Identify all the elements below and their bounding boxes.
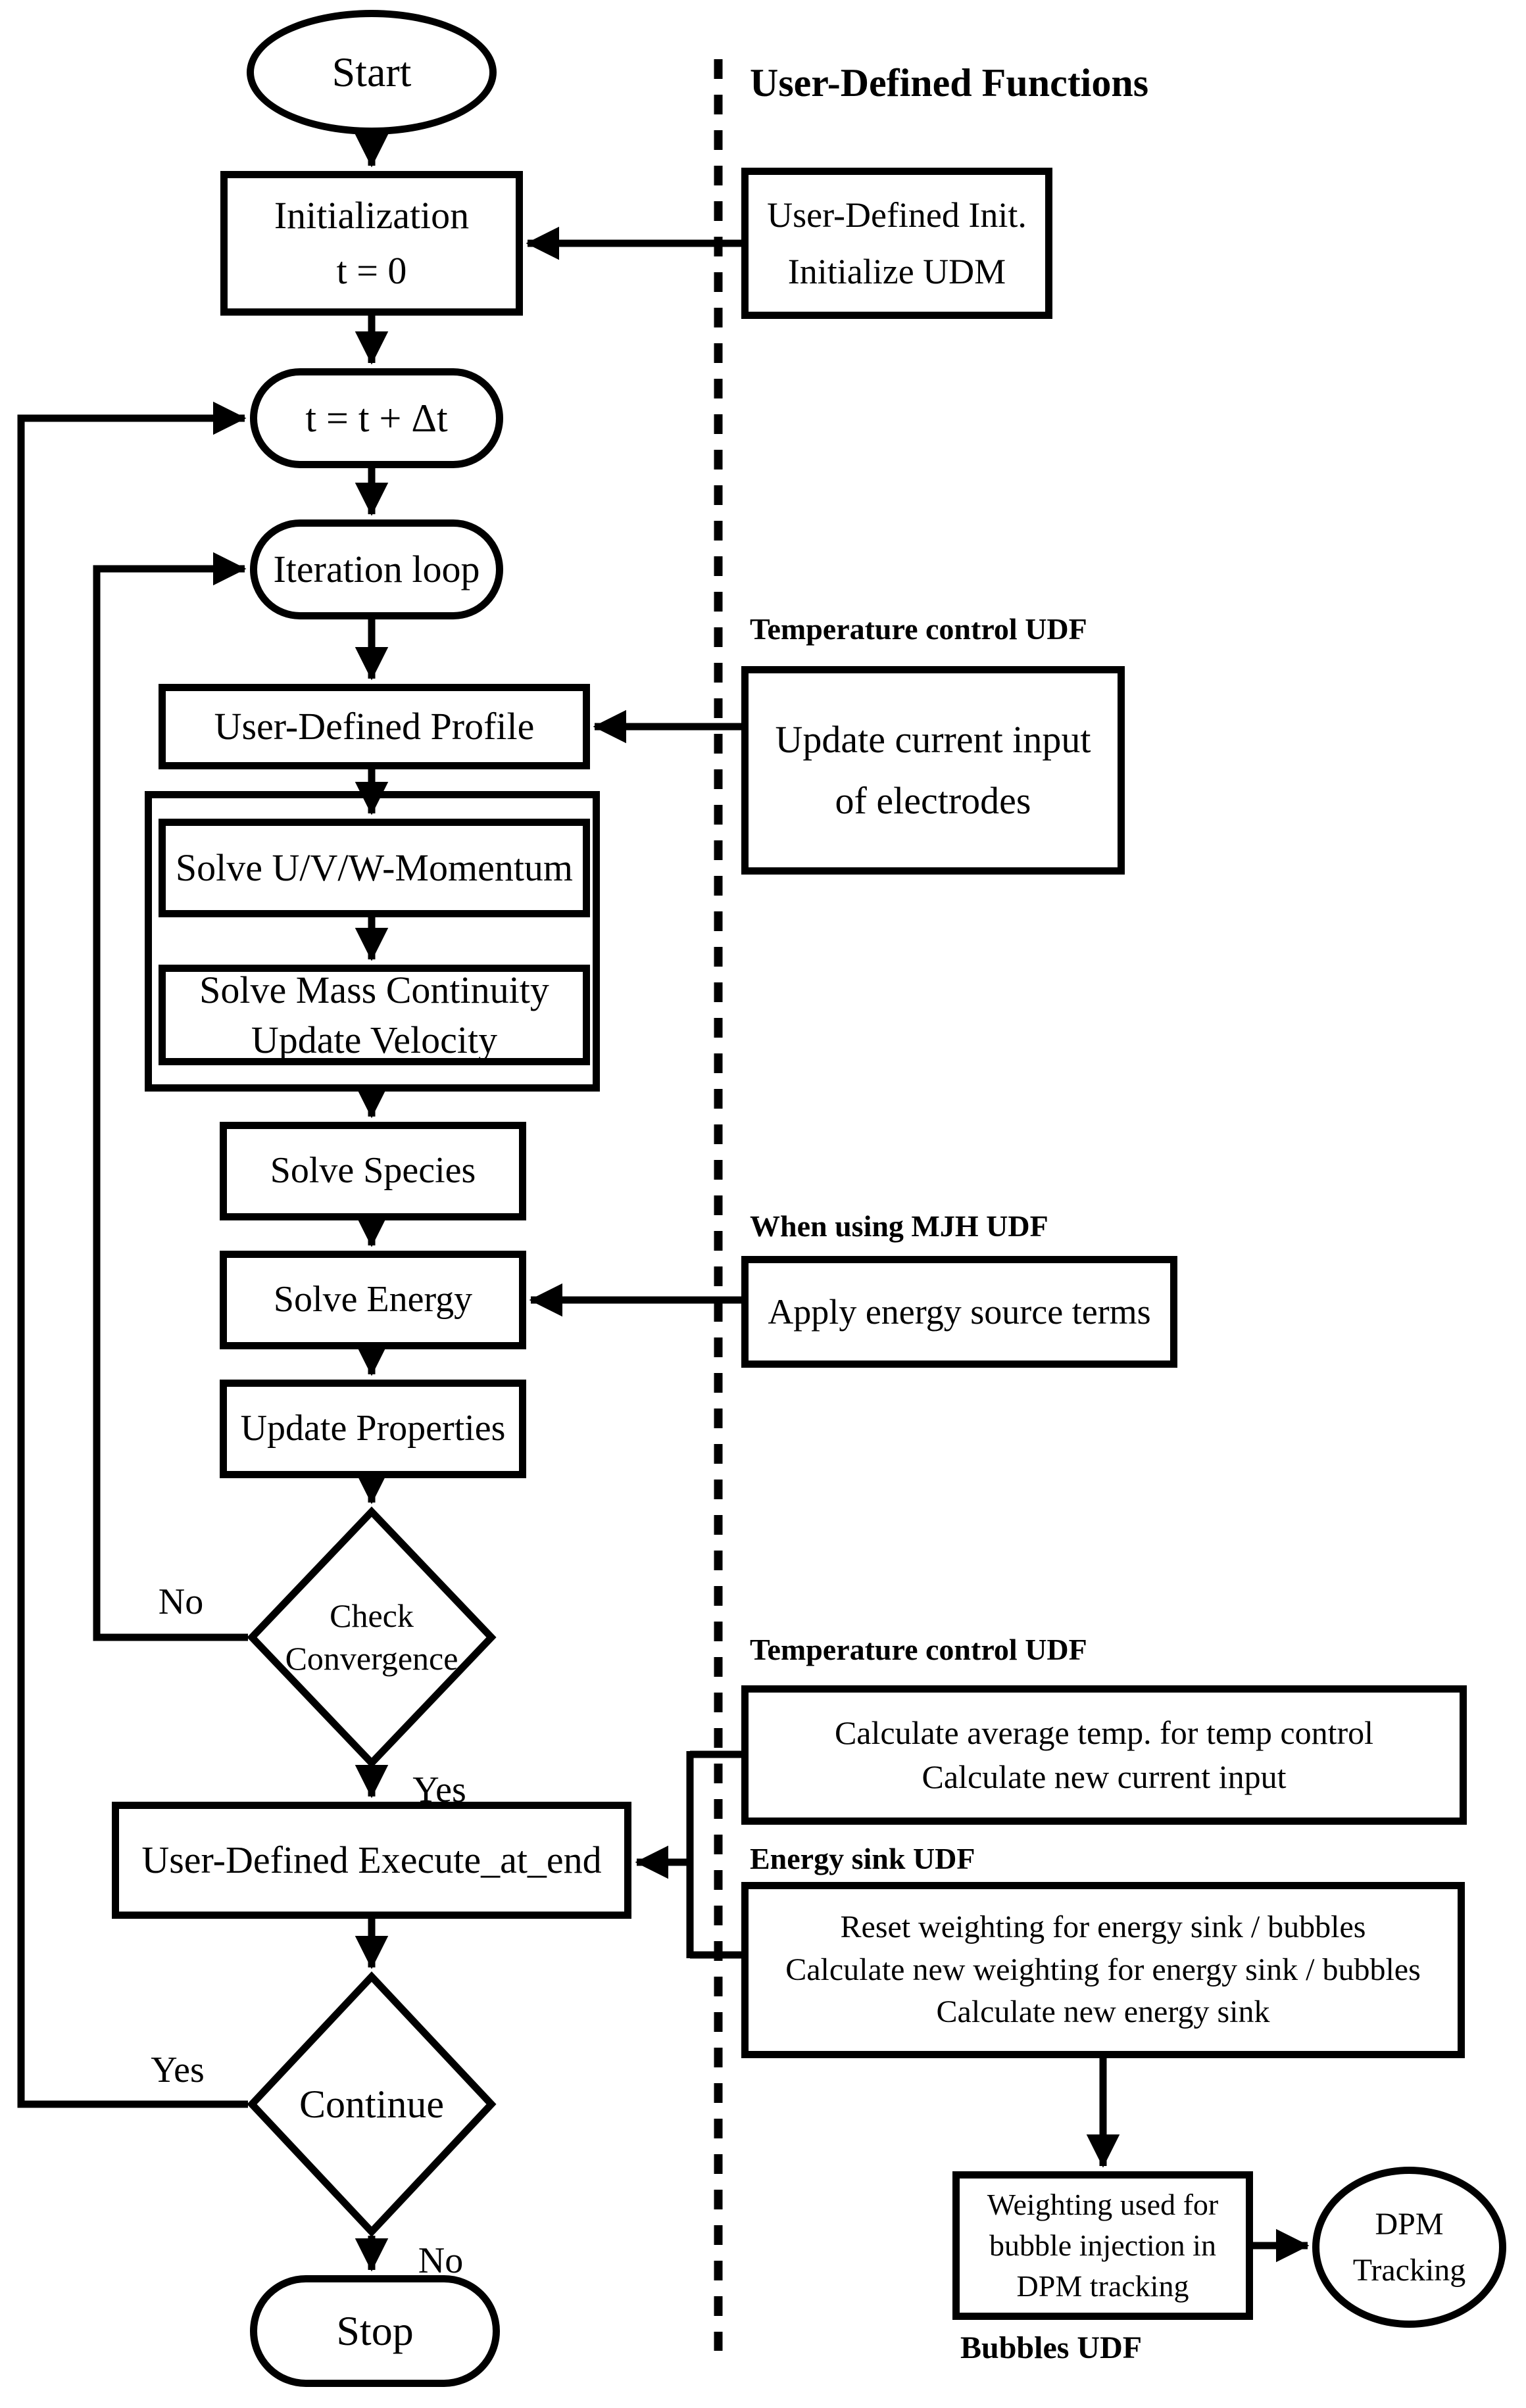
update-properties-label: Update Properties (240, 1408, 506, 1449)
solve-mass-continuity-line2: Update Velocity (251, 1018, 498, 1061)
solve-energy-node: Solve Energy (220, 1251, 526, 1349)
check-convergence-line2: Convergence (285, 1640, 458, 1677)
bubbles-weighting-line3: DPM tracking (1016, 2269, 1189, 2303)
user-defined-profile-label: User-Defined Profile (214, 704, 535, 748)
energy-sink-caption: Energy sink UDF (750, 1842, 975, 1875)
udf-column-title: User-Defined Functions (750, 61, 1149, 105)
dpm-tracking-node: DPM Tracking (1312, 2167, 1506, 2328)
update-properties-node: Update Properties (220, 1380, 526, 1478)
udf-init-line1: User-Defined Init. (767, 195, 1027, 235)
temp-control-bottom-line1: Calculate average temp. for temp control (834, 1714, 1374, 1751)
energy-sink-line2: Calculate new weighting for energy sink … (785, 1952, 1421, 1987)
solve-energy-label: Solve Energy (273, 1279, 473, 1320)
solve-species-label: Solve Species (270, 1150, 476, 1192)
dpm-tracking-label: DPM Tracking (1352, 2206, 1466, 2288)
initialization-line1: Initialization (274, 193, 470, 237)
solve-mass-continuity-node: Solve Mass Continuity Update Velocity (159, 965, 590, 1065)
check-no-label: No (158, 1581, 204, 1622)
temp-control-bottom-node: Calculate average temp. for temp control… (741, 1685, 1467, 1825)
bubbles-caption: Bubbles UDF (960, 2330, 1143, 2365)
temp-control-top-caption: Temperature control UDF (750, 612, 1087, 646)
continue-shape (247, 1971, 497, 2238)
check-convergence-shape (247, 1506, 497, 1768)
start-node: Start (247, 10, 497, 135)
start-label: Start (332, 48, 412, 95)
solve-momentum-label: Solve U/V/W-Momentum (175, 846, 574, 889)
timestep-node: t = t + Δt (250, 368, 503, 468)
energy-sink-line1: Reset weighting for energy sink / bubble… (840, 1909, 1366, 1944)
mjh-caption: When using MJH UDF (750, 1209, 1048, 1243)
solve-momentum-node: Solve U/V/W-Momentum (159, 819, 590, 917)
timestep-label: t = t + Δt (305, 396, 448, 440)
solve-species-node: Solve Species (220, 1122, 526, 1220)
bubbles-weighting-node: Weighting used for bubble injection in D… (952, 2171, 1253, 2320)
edge-continue-yes-loop-to-timestep (17, 401, 248, 2108)
check-convergence-node: Check Convergence (247, 1506, 497, 1768)
initialization-line2: t = 0 (336, 249, 407, 292)
temp-control-bottom-caption: Temperature control UDF (750, 1633, 1087, 1666)
stop-label: Stop (336, 2307, 414, 2354)
check-yes-label: Yes (412, 1770, 466, 1810)
bubbles-weighting-line2: bubble injection in (989, 2228, 1216, 2262)
mjh-line1: Apply energy source terms (768, 1291, 1151, 1332)
udf-init-line2: Initialize UDM (787, 252, 1006, 291)
mjh-node: Apply energy source terms (741, 1256, 1177, 1368)
execute-at-end-label: User-Defined Execute_at_end (141, 1838, 602, 1881)
udf-init-node: User-Defined Init. Initialize UDM (741, 168, 1052, 319)
continue-label: Continue (299, 2083, 444, 2126)
energy-sink-node: Reset weighting for energy sink / bubble… (741, 1882, 1465, 2058)
solve-mass-continuity-line1: Solve Mass Continuity (199, 969, 549, 1012)
temp-control-top-line2: of electrodes (835, 779, 1031, 822)
continue-yes-label: Yes (151, 2050, 205, 2090)
iteration-loop-label: Iteration loop (273, 547, 480, 590)
iteration-loop-node: Iteration loop (250, 519, 503, 619)
energy-sink-line3: Calculate new energy sink (936, 1994, 1270, 2030)
continue-node: Continue (247, 1971, 497, 2238)
bubbles-weighting-line1: Weighting used for (987, 2187, 1219, 2221)
temp-control-top-node: Update current input of electrodes (741, 666, 1125, 875)
temp-control-bottom-line2: Calculate new current input (922, 1758, 1287, 1795)
temp-control-top-line1: Update current input (775, 717, 1091, 761)
user-defined-profile-node: User-Defined Profile (159, 684, 590, 769)
stop-node: Stop (250, 2275, 500, 2387)
continue-no-label: No (418, 2240, 464, 2281)
edge-check-no-loop-to-iteration (93, 552, 248, 1641)
check-convergence-line1: Check (330, 1597, 414, 1634)
execute-at-end-node: User-Defined Execute_at_end (112, 1802, 631, 1919)
initialization-node: Initialization t = 0 (220, 171, 523, 316)
